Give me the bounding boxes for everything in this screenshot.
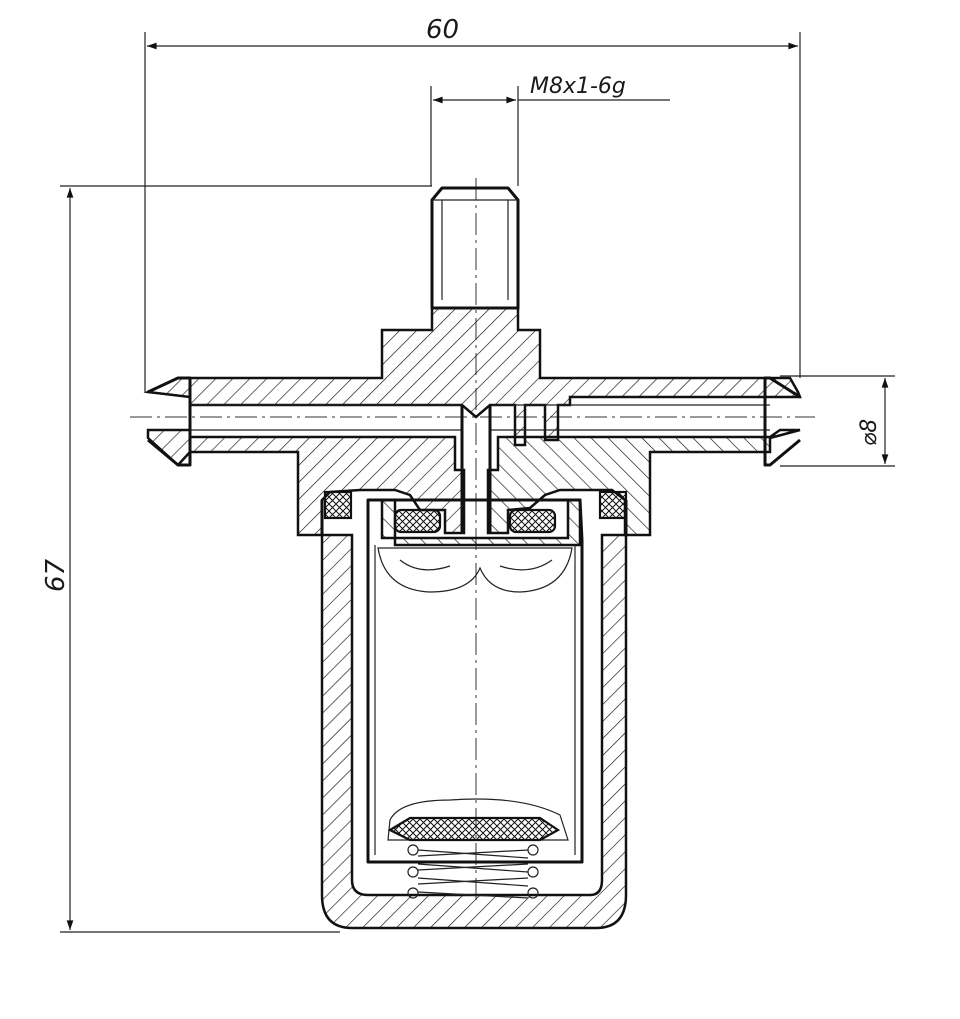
thread-label: M8x1-6g <box>530 74 626 99</box>
seal-rings <box>323 490 628 534</box>
width-label: 60 <box>426 15 459 45</box>
inner-cartridge <box>366 498 584 864</box>
threaded-stud <box>430 186 520 310</box>
hose-diameter-label: ⌀8 <box>857 419 882 446</box>
height-label: 67 <box>41 558 71 592</box>
dimension-height: 67 <box>41 185 432 933</box>
housing-body <box>143 306 802 537</box>
filter-cup <box>320 500 628 930</box>
dimension-hose-diameter: ⌀8 <box>780 375 895 467</box>
dimension-thread: M8x1-6g <box>430 74 670 186</box>
spring <box>407 844 539 899</box>
dimension-width: 60 <box>144 15 801 392</box>
